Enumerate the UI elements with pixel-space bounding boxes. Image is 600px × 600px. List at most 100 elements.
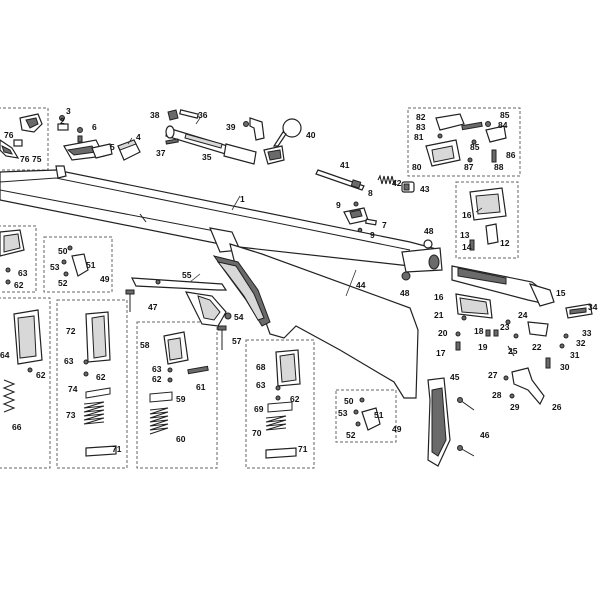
part-43-cap <box>401 181 415 193</box>
leader-lines <box>127 117 483 297</box>
label-part-62d: 62 <box>152 374 162 384</box>
label-part-3: 3 <box>66 106 71 116</box>
label-part-7: 7 <box>382 220 387 230</box>
label-part-48b: 48 <box>400 288 410 298</box>
part-42-spring <box>377 174 397 186</box>
label-part-16b: 16 <box>434 292 444 302</box>
label-part-2: 2 <box>60 116 65 126</box>
label-part-70: 70 <box>252 428 262 438</box>
label-part-15: 15 <box>556 288 566 298</box>
label-part-82: 82 <box>416 112 426 122</box>
part-54-screw <box>224 312 232 320</box>
label-part-52b: 52 <box>346 430 356 440</box>
box-magazine-58 <box>136 321 218 469</box>
part-22-24-sear <box>505 319 549 357</box>
part-58-magazine <box>163 331 189 383</box>
label-part-62a: 62 <box>14 280 24 290</box>
part-37-pin <box>165 138 179 145</box>
label-part-86: 86 <box>506 150 516 160</box>
label-part-51a: 51 <box>86 260 96 270</box>
label-part-76a: 76 <box>4 130 14 140</box>
box-magazine-catch-right <box>335 389 397 443</box>
part-70-spring <box>265 415 287 431</box>
label-part-20: 20 <box>438 328 448 338</box>
label-part-84: 84 <box>498 120 508 130</box>
label-part-62c: 62 <box>96 372 106 382</box>
part-39-extractor <box>243 117 265 141</box>
part-64-magazine-lower-left <box>13 309 43 373</box>
label-part-5: 5 <box>110 142 115 152</box>
label-part-13: 13 <box>460 230 470 240</box>
label-part-48a: 48 <box>424 226 434 236</box>
label-part-26: 26 <box>552 402 562 412</box>
label-part-76b: 76 <box>20 154 30 164</box>
label-part-47: 47 <box>148 302 158 312</box>
box-trigger-top-right <box>407 107 521 177</box>
part-73-spring <box>83 401 105 425</box>
label-part-21: 21 <box>434 310 444 320</box>
label-part-30: 30 <box>560 362 570 372</box>
part-16b-trigger <box>455 293 493 319</box>
label-part-19: 19 <box>478 342 488 352</box>
part-72-magazine <box>83 311 111 377</box>
label-part-57: 57 <box>232 336 242 346</box>
label-part-16a: 16 <box>462 210 472 220</box>
label-part-71b: 71 <box>298 444 308 454</box>
label-part-74: 74 <box>68 384 78 394</box>
part-15-action <box>451 265 555 307</box>
label-part-1: 1 <box>240 194 245 204</box>
callout-labels: 1 2 3 4 5 6 7 8 9 9 12 13 14 15 16 16 17… <box>0 106 598 454</box>
label-part-33: 33 <box>582 328 592 338</box>
label-part-43: 43 <box>420 184 430 194</box>
label-part-66: 66 <box>12 422 22 432</box>
label-part-88: 88 <box>494 162 504 172</box>
part-44-stock <box>212 243 419 399</box>
label-part-64: 64 <box>0 350 10 360</box>
part-16-trigger-housing <box>469 187 507 251</box>
label-part-83: 83 <box>416 122 426 132</box>
label-part-58: 58 <box>140 340 150 350</box>
part-40-bolt-handle <box>263 118 302 165</box>
part-8-rear-sight <box>343 201 377 233</box>
label-part-18: 18 <box>474 326 484 336</box>
label-part-62e: 62 <box>290 394 300 404</box>
label-part-73: 73 <box>66 410 76 420</box>
label-part-53a: 53 <box>50 262 60 272</box>
label-part-39: 39 <box>226 122 236 132</box>
label-part-50b: 50 <box>344 396 354 406</box>
label-part-35: 35 <box>202 152 212 162</box>
box-top-left <box>0 107 49 171</box>
label-part-63d: 63 <box>256 380 266 390</box>
part-57-screw <box>217 325 227 350</box>
label-part-4: 4 <box>136 132 141 142</box>
label-part-23: 23 <box>500 322 510 332</box>
part-74-follower <box>85 387 111 399</box>
label-part-37: 37 <box>156 148 166 158</box>
part-34-safety <box>565 303 593 319</box>
label-part-9a: 9 <box>336 200 341 210</box>
part-71-floorplate-b <box>265 447 297 459</box>
part-41-firing-pin <box>315 169 365 191</box>
part-59-follower <box>149 391 173 403</box>
label-part-49a: 49 <box>100 274 110 284</box>
label-part-6: 6 <box>92 122 97 132</box>
box-magazine-68 <box>245 339 315 469</box>
small-pins-group <box>57 115 113 161</box>
label-part-63a: 63 <box>18 268 28 278</box>
label-part-25: 25 <box>508 346 518 356</box>
label-part-55: 55 <box>182 270 192 280</box>
label-part-22: 22 <box>532 342 542 352</box>
part-left-magazine <box>0 229 25 285</box>
label-part-80: 80 <box>412 162 422 172</box>
part-17-21-pins <box>455 315 499 351</box>
label-part-9b: 9 <box>370 230 375 240</box>
label-part-8: 8 <box>368 188 373 198</box>
label-part-69: 69 <box>254 404 264 414</box>
label-part-40: 40 <box>306 130 316 140</box>
label-part-45: 45 <box>450 372 460 382</box>
part-71-floorplate <box>85 445 117 457</box>
label-part-24: 24 <box>518 310 528 320</box>
label-part-42: 42 <box>392 178 402 188</box>
label-part-17: 17 <box>436 348 446 358</box>
